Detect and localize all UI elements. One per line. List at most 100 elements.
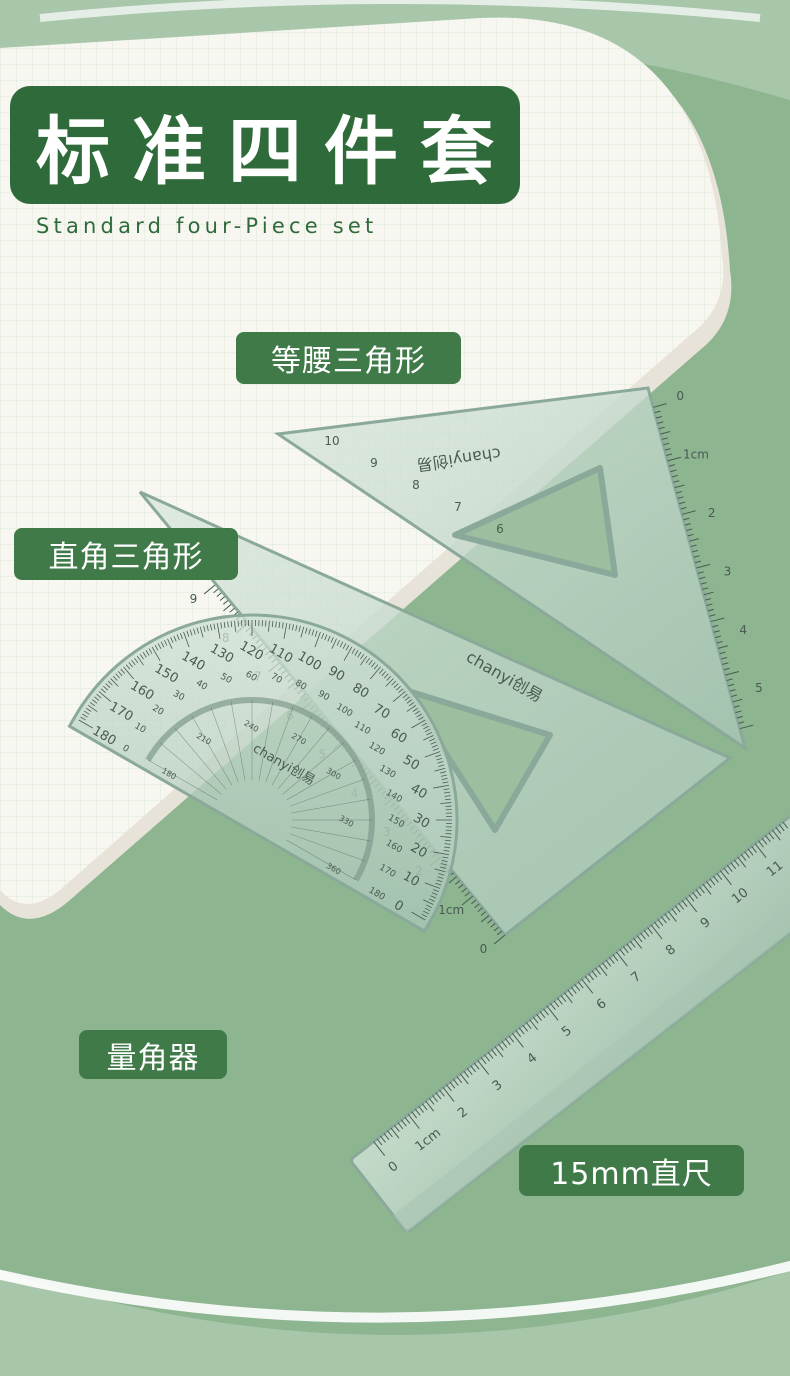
protractor-tick [398,688,404,694]
protractor-tick [421,722,428,727]
protractor-tick [373,664,379,670]
protractor-tick [339,641,344,648]
ruler-tick [515,1030,522,1038]
right-tick [480,915,490,923]
iso-tick [731,694,738,698]
right-tick [222,600,229,605]
ruler-tick [529,1019,539,1031]
protractor-tick [442,781,449,784]
ruler-tick [563,992,573,1004]
protractor-ray [210,707,239,783]
ruler-tick [452,1078,459,1086]
ruler-tick [577,981,584,989]
ruler-tick [605,959,612,967]
protractor-tick [437,876,444,879]
iso-tick [680,507,687,510]
ruler-tick [411,1111,418,1119]
protractor-ray [271,715,313,786]
protractor-tick [96,693,102,699]
ruler-tick [425,1100,435,1112]
ruler-tick [771,829,781,841]
protractor-tick [234,620,236,632]
protractor-tick [443,849,450,852]
ruler-tick [581,978,594,994]
protractor-tick [360,653,365,660]
protractor-tick [230,621,233,628]
protractor-tick [371,662,376,668]
ruler-tick [619,948,626,956]
protractor-tick [98,691,112,703]
protractor-tick [430,741,437,745]
protractor-tick [288,623,291,630]
ruler-tick [726,864,733,872]
right-tick [474,903,480,909]
protractor-tick [223,621,226,628]
protractor-tick [87,704,98,712]
protractor-tick [385,678,394,687]
iso-tick [703,591,714,596]
protractor-tick [103,685,109,691]
ruler-tick [508,1035,515,1043]
ruler-tick [622,946,629,954]
ruler-tick [439,1089,445,1097]
right-tick [464,891,470,897]
right-triangle-label: 直角三角形 [14,528,238,580]
protractor-tick [435,882,442,886]
protractor-tick [445,829,452,831]
protractor-outer-number: 30 [410,811,432,832]
ruler-tick [643,929,650,937]
ruler-tick [511,1032,524,1048]
protractor-tick [189,629,193,636]
protractor-outer-number: 10 [400,869,422,890]
protractor-tick [438,764,445,767]
protractor-outer-number: 60 [388,726,410,747]
protractor-tick [393,683,399,688]
iso-tick [736,715,743,719]
iso-top-number: 6 [496,522,504,536]
ruler-tick [373,1141,386,1157]
iso-tick [702,587,709,590]
ruler-tick [685,897,698,913]
protractor-tick [440,866,447,869]
ruler-tick [699,886,705,894]
ruler-tick [716,873,723,880]
iso-number: 5 [755,681,763,695]
right-tick [223,604,232,612]
protractor-tick [308,628,311,635]
ruler-tick [751,845,757,853]
protractor-tick [89,702,96,707]
protractor-tick [430,895,437,899]
protractor-tick [179,633,183,640]
ruler-tick [574,984,581,992]
protractor-tick [241,620,243,627]
iso-tick [689,538,700,542]
ruler-tick [647,927,653,935]
protractor-tick [283,622,288,639]
ruler-tick [421,1103,428,1111]
protractor-tick [275,621,277,628]
protractor-tick [220,622,223,629]
protractor-tick [412,707,419,712]
iso-tick [713,630,720,633]
ruler-tick [588,973,594,981]
iso-tick [684,523,691,526]
protractor-tick [117,671,123,677]
protractor-tick [216,622,221,639]
protractor-tick [444,839,451,842]
ruler-tick [706,881,712,889]
ruler-tick [480,1057,487,1065]
iso-tick [687,533,694,537]
ruler-tick [761,837,768,845]
ruler-tick [681,900,688,908]
ruler-tick [560,994,567,1002]
protractor-ray [289,833,365,862]
ruler-tick [602,962,608,970]
iso-number: 4 [739,623,747,637]
protractor-tick [271,621,274,628]
protractor-tick [278,621,281,628]
iso-tick [660,431,671,435]
ruler-tick [390,1127,400,1139]
ruler-tick [765,835,771,843]
